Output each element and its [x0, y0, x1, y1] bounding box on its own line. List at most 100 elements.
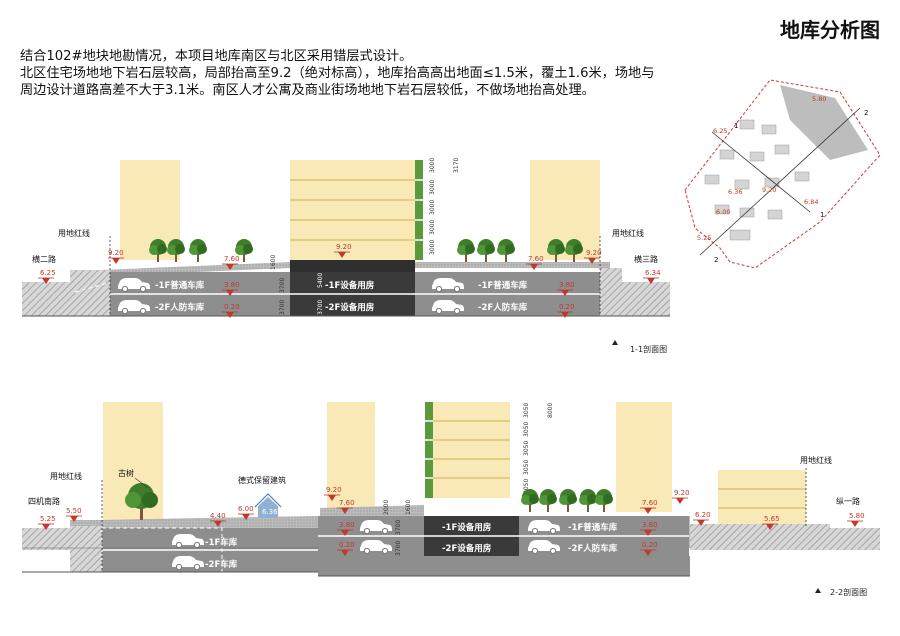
lvl-2-plaza: 6.20	[695, 511, 711, 519]
room-2-left-b1: -1F车库	[205, 537, 238, 548]
kp-level-3: 9.20	[762, 186, 776, 194]
page-title: 地库分析图	[780, 18, 880, 42]
room-2-right-b1: -1F普通车库	[568, 522, 618, 533]
lvl-1-deck-left: 7.60	[224, 255, 240, 263]
lvl-1-edge-right: 9.20	[586, 249, 602, 257]
kp-section-2b: 2	[714, 256, 718, 264]
heritage-label: 德式保留建筑	[238, 475, 286, 485]
road-2-left: 四机南路	[28, 496, 60, 506]
section-1-1: 3000 3000 3000 3000 3000 3170	[22, 158, 670, 354]
intro-line-1: 结合102#地块地勘情况，本项目地库南区与北区采用错层式设计。	[20, 49, 413, 64]
key-plan: 1 1 2 2 5.80 6.25 6.36 9.20 6.00 6.84 5.…	[684, 79, 881, 269]
dim-b2-left: 3700	[279, 300, 286, 315]
tower-2-right	[616, 402, 672, 512]
lvl-2-edge-left: 5.50	[66, 507, 82, 515]
kp-level-2: 6.36	[728, 188, 742, 196]
lvl-2-b2-mid: 0.20	[339, 541, 355, 549]
room-1-right-b2: -2F人防车库	[478, 302, 528, 313]
dim-2-slab: 1600	[405, 500, 412, 515]
kp-level-1: 6.25	[713, 127, 727, 135]
lvl-2-b2-right: 0.20	[642, 541, 658, 549]
room-1-mid-b1: -1F设备用房	[325, 280, 374, 291]
tree-label: 古树	[118, 468, 134, 478]
road-1-right: 横三路	[634, 254, 658, 264]
dim-floor-4: 3000	[429, 220, 436, 235]
lvl-2-b1-right: 3.80	[642, 521, 658, 529]
ancient-tree	[125, 483, 158, 520]
section-2-2: 3050 3050 3050 3050 3050 8000	[22, 402, 880, 597]
kp-level-6: 5.25	[697, 234, 711, 242]
redline-2-right: 用地红线	[800, 455, 832, 465]
lvl-2-ramp: 4.40	[210, 512, 226, 520]
tower-2-midleft	[327, 402, 375, 512]
garage-right	[415, 272, 600, 316]
kp-level-4: 6.00	[716, 208, 730, 216]
room-1-mid-b2: -2F设备用房	[325, 302, 374, 313]
tower-right	[530, 160, 600, 260]
shop-block	[718, 470, 806, 528]
room-2-mid-b2: -2F设备用房	[442, 543, 491, 554]
room-2-left-b2: -2F车库	[205, 559, 238, 570]
lvl-1-deck-right: 7.60	[528, 255, 544, 263]
room-1-left-b1: -1F普通车库	[155, 280, 205, 291]
lvl-2-b1-mid: 3.80	[339, 521, 355, 529]
dim-2-b1: 3700	[395, 520, 402, 535]
lvl-2-deck-left: 7.60	[339, 499, 355, 507]
redline-2-left: 用地红线	[50, 471, 82, 481]
garage-left	[110, 272, 290, 316]
lvl-1-core: 9.20	[336, 243, 352, 251]
heritage-building	[254, 493, 282, 518]
garage-2-right	[519, 516, 689, 556]
kp-section-1a: 1	[734, 122, 738, 130]
room-2-mid-b1: -1F设备用房	[442, 522, 491, 533]
intro-line-3: 周边设计道路高差不大于3.1米。南区人才公寓及商业街场地地下岩石层较低，不做场地…	[20, 83, 595, 98]
dim-2-floor-4: 3050	[523, 460, 530, 475]
lvl-1-b1-right: 3.80	[559, 281, 575, 289]
lvl-1-road-left: 6.25	[40, 269, 56, 277]
caption-1-1: 1-1剖面图	[630, 344, 667, 354]
dim-2-top: 2000	[383, 500, 390, 515]
dim-b1-left: 3700	[279, 278, 286, 293]
tower-2-core	[425, 402, 510, 498]
road-1-left: 横二路	[32, 254, 56, 264]
redline-1-right: 用地红线	[612, 228, 644, 238]
road-2-right: 纵一路	[836, 496, 860, 506]
tower-core	[290, 160, 423, 260]
redline-1-left: 用地红线	[58, 228, 90, 238]
lvl-1-b2-left: 0.20	[224, 303, 240, 311]
dim-core: 5400	[317, 273, 324, 288]
intro-text: 结合102#地块地勘情况，本项目地库南区与北区采用错层式设计。 北区住宅场地地下…	[20, 48, 720, 99]
lvl-2-road-left: 5.25	[40, 515, 56, 523]
intro-line-2: 北区住宅场地地下岩石层较高，局部抬高至9.2（绝对标高），地库抬高高出地面≤1.…	[20, 66, 655, 81]
lvl-1-road-right: 6.34	[645, 269, 661, 277]
lvl-2-edge-right: 9.20	[674, 489, 690, 497]
lvl-2-deck-left-top: 9.20	[326, 486, 342, 494]
lvl-2-shop: 5.65	[764, 515, 780, 523]
dim-2-floor-5: 3050	[523, 479, 530, 494]
garage-2-left	[101, 527, 318, 573]
dim-total: 3170	[453, 158, 460, 173]
dim-floor-2: 3000	[429, 180, 436, 195]
lvl-2-heritage-base: 6.00	[238, 505, 254, 513]
garage-2-core	[424, 516, 519, 556]
kp-level-0: 5.80	[812, 95, 826, 103]
dim-b2-mid: 3700	[317, 300, 324, 315]
lvl-2-road-right: 5.80	[849, 512, 865, 520]
kp-section-2a: 2	[864, 109, 868, 117]
dim-2-floor-3: 3050	[523, 441, 530, 456]
garage-2-mid	[318, 516, 424, 556]
dim-slab: 1600	[270, 255, 277, 270]
dim-floor-1: 3000	[429, 158, 436, 173]
dim-2-floor-2: 3050	[523, 422, 530, 437]
caption-2-2: 2-2剖面图	[830, 587, 867, 597]
garage-mid	[290, 272, 415, 316]
dim-2-total: 8000	[547, 403, 554, 418]
lvl-1-edge-left: 9.20	[108, 249, 124, 257]
dim-2-b2: 3700	[395, 541, 402, 556]
room-1-right-b1: -1F普通车库	[478, 280, 528, 291]
kp-level-5: 6.84	[804, 198, 818, 206]
kp-section-1b: 1	[820, 211, 824, 219]
lvl-1-b2-right: 0.20	[559, 303, 575, 311]
lvl-1-b1-left: 3.80	[224, 281, 240, 289]
